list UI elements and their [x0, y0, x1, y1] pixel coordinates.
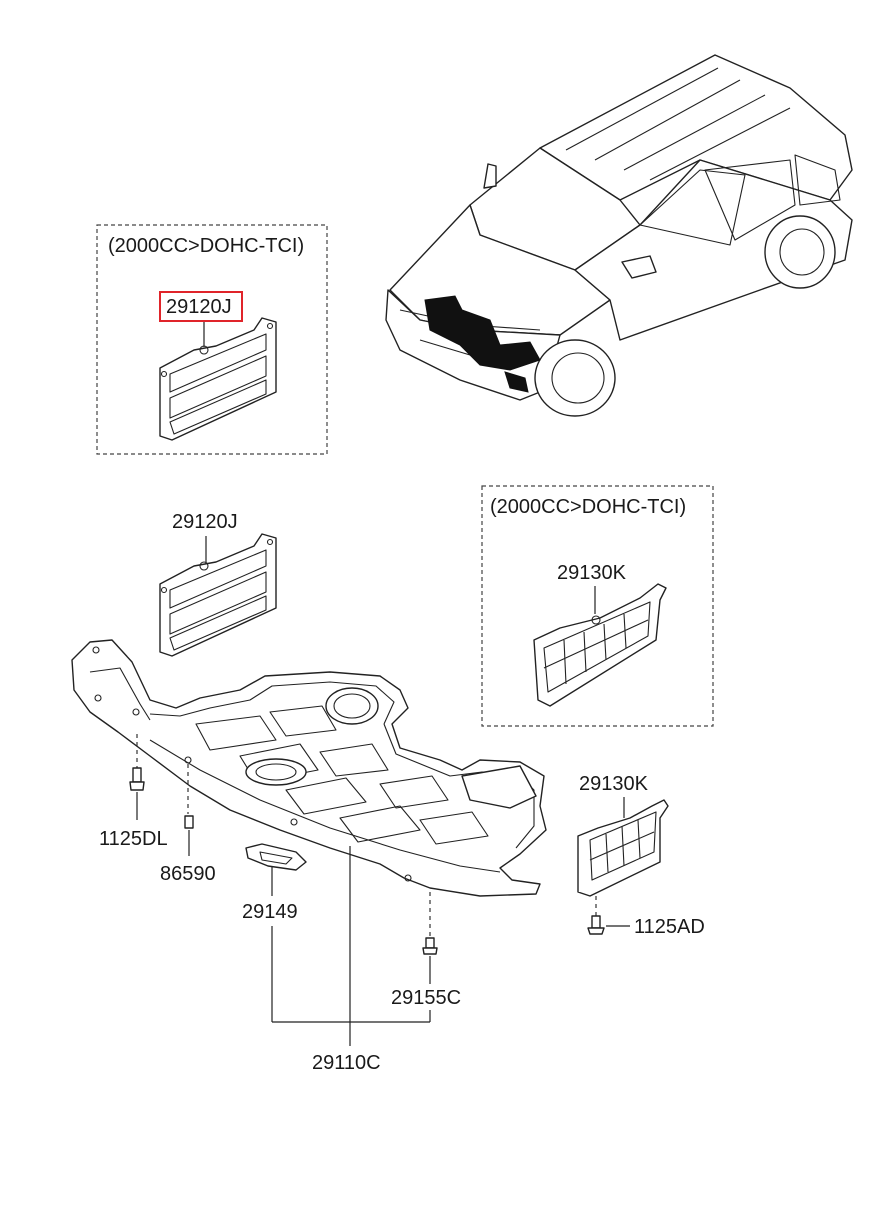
under-cover-29110C-drawing: [71, 639, 547, 897]
part-label-29120J[interactable]: 29120J: [172, 511, 238, 533]
part-label-29149[interactable]: 29149: [242, 901, 298, 923]
part-label-29155C[interactable]: 29155C: [391, 987, 461, 1009]
bracket-29120J-drawing: [159, 533, 277, 657]
clip-86590-drawing: [184, 815, 194, 829]
vehicle-illustration: [385, 54, 853, 417]
screw-1125AD-drawing: [587, 915, 605, 935]
part-label-29120J-highlighted[interactable]: 29120J: [166, 296, 232, 318]
highlight-box-29120J[interactable]: [159, 291, 243, 322]
part-label-29130K-box[interactable]: 29130K: [557, 562, 627, 584]
bracket-29130K-box-drawing: [533, 583, 667, 707]
part-label-29110C[interactable]: 29110C: [312, 1052, 381, 1074]
bracket-29130K-drawing: [577, 799, 669, 897]
variant-box-right: [481, 485, 714, 727]
part-label-29130K[interactable]: 29130K: [579, 773, 649, 795]
grommet-29149-drawing: [245, 843, 307, 871]
part-label-1125AD[interactable]: 1125AD: [634, 916, 705, 938]
variant-label-top: (2000CC>DOHC-TCI): [108, 235, 304, 257]
variant-label-right: (2000CC>DOHC-TCI): [490, 496, 686, 518]
vehicle-underbody-highlight: [424, 295, 541, 371]
bolt-1125DL-drawing: [129, 767, 145, 791]
part-label-1125DL[interactable]: 1125DL: [99, 828, 168, 850]
part-label-86590[interactable]: 86590: [160, 863, 216, 885]
bracket-29120J-top-drawing: [159, 317, 277, 441]
screw-29155C-drawing: [422, 937, 438, 955]
variant-box-top-left: [96, 224, 328, 455]
